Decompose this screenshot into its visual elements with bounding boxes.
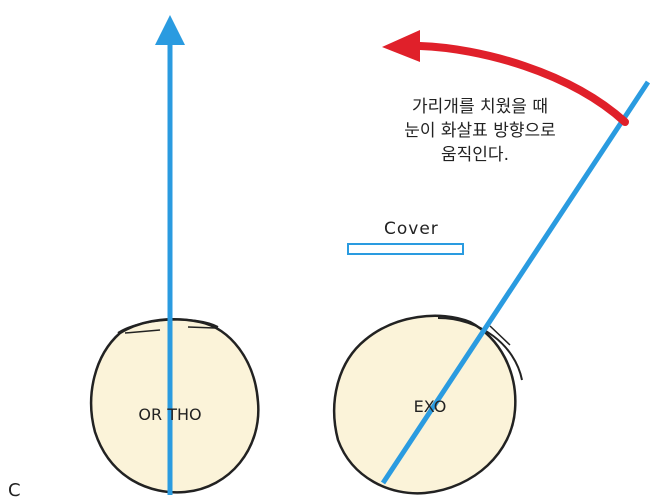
- note-line-2: 눈이 화살표 방향으로: [404, 121, 556, 141]
- note-line-3: 움직인다.: [441, 145, 509, 165]
- cover-label: Cover: [384, 219, 439, 239]
- note-line-1: 가리개를 치웠을 때: [412, 97, 548, 117]
- right-eye-globe: [332, 314, 517, 495]
- cover-occluder: [347, 243, 464, 255]
- panel-label: C: [8, 480, 21, 501]
- right-eye: [332, 314, 523, 495]
- movement-arrow: [382, 30, 629, 126]
- left-eye-label: OR THO: [138, 405, 201, 424]
- right-eye-cornea: [437, 317, 523, 381]
- left-eye: [89, 318, 260, 494]
- right-eye-label: EXO: [414, 397, 447, 416]
- right-visual-axis-line: [380, 80, 651, 485]
